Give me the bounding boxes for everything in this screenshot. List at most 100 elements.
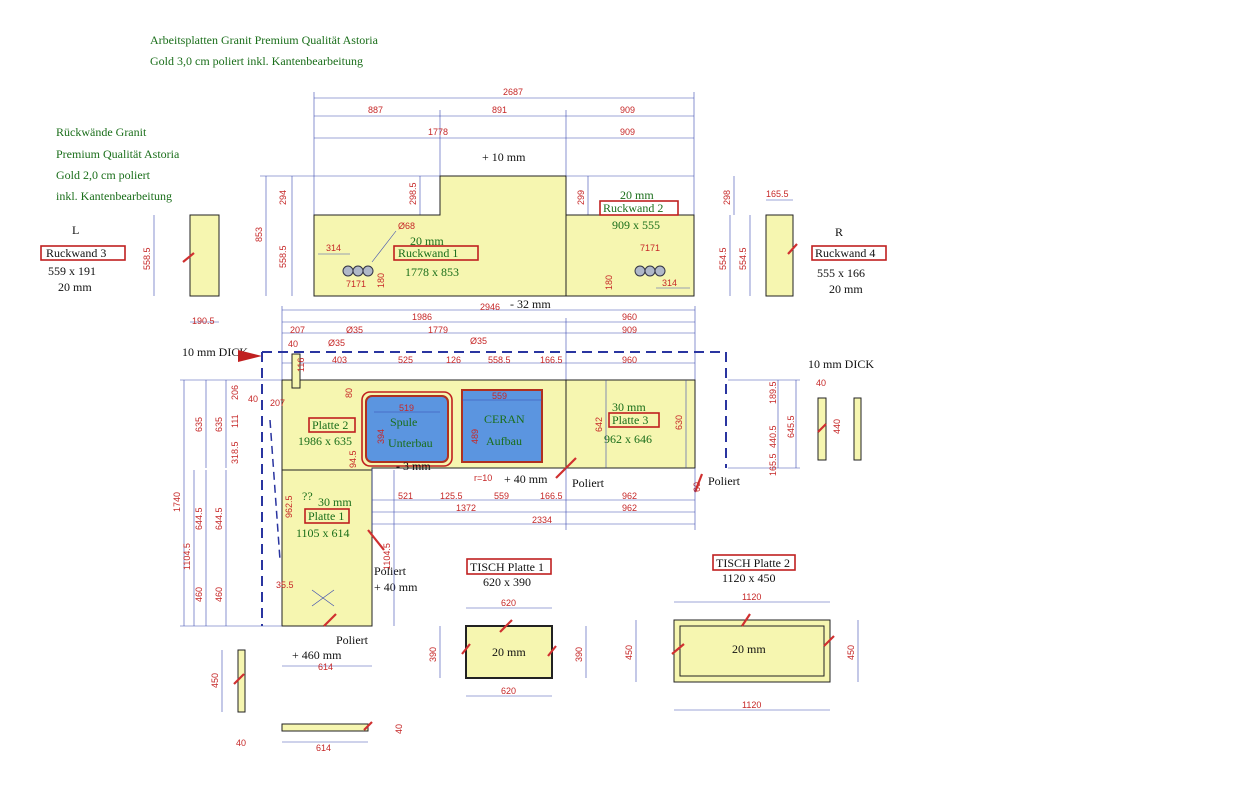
dimension-label: Ø35 bbox=[328, 338, 345, 348]
dimension-label: 558.5 bbox=[142, 247, 152, 270]
dimension-label: R bbox=[835, 225, 843, 239]
dimension-label: 394 bbox=[376, 429, 386, 444]
dimension-label: 1105 x 614 bbox=[296, 526, 350, 540]
dimension-label: 30 mm bbox=[318, 495, 352, 509]
dimension-label: 390 bbox=[574, 647, 584, 662]
dimension-label: 207 bbox=[290, 325, 305, 335]
dimension-label: + 40 mm bbox=[374, 580, 418, 594]
dimension-label: CERAN bbox=[484, 412, 525, 426]
backwall-2 bbox=[565, 214, 695, 297]
dimension-label: 20 mm bbox=[829, 282, 863, 296]
dimension-label: 10 mm DICK bbox=[808, 357, 874, 371]
dimension-label: 891 bbox=[492, 105, 507, 115]
backwall-note-4: inkl. Kantenbearbeitung bbox=[56, 189, 172, 203]
dimension-label: 2334 bbox=[532, 515, 552, 525]
dimension-label: 318.5 bbox=[230, 441, 240, 464]
dimension-label: 519 bbox=[399, 403, 414, 413]
dimension-label: 614 bbox=[318, 662, 333, 672]
dimension-label: 635 bbox=[214, 417, 224, 432]
dimension-label: 35.5 bbox=[276, 580, 294, 590]
dimension-label: 1120 bbox=[742, 700, 761, 710]
backwall-3 bbox=[189, 214, 220, 297]
dimension-label: 314 bbox=[662, 278, 677, 288]
dimension-label: 2946 bbox=[480, 302, 500, 312]
dimension-label: 525 bbox=[398, 355, 413, 365]
dimension-label: 40 bbox=[816, 378, 826, 388]
backwall-1-label: Ruckwand 1 bbox=[398, 246, 458, 260]
dimension-label: Poliert bbox=[336, 633, 369, 647]
dimension-label: 1372 bbox=[456, 503, 476, 513]
dimension-label: 440 bbox=[832, 419, 842, 434]
dimension-label: Poliert bbox=[708, 474, 741, 488]
dimension-label: 125.5 bbox=[440, 491, 463, 501]
dimension-label: 40 bbox=[248, 394, 258, 404]
dimension-label: 1986 bbox=[412, 312, 432, 322]
dimension-label: 642 bbox=[594, 417, 604, 432]
backwall-1 bbox=[313, 175, 567, 297]
dimension-label: 489 bbox=[470, 429, 480, 444]
dimension-label: 962 bbox=[622, 491, 637, 501]
dimension-label: 962 x 646 bbox=[604, 432, 652, 446]
dimension-label: 635 bbox=[194, 417, 204, 432]
dimension-label: 909 bbox=[620, 105, 635, 115]
backwall-2-size: 909 x 555 bbox=[612, 218, 660, 232]
header-line1: Arbeitsplatten Granit Premium Qualität A… bbox=[150, 33, 379, 47]
dimension-label: Ø68 bbox=[398, 221, 415, 231]
backwall-2-label: Ruckwand 2 bbox=[603, 201, 663, 215]
dimension-label: 20 mm bbox=[620, 188, 654, 202]
dimension-label: 558.5 bbox=[488, 355, 511, 365]
table-2-label: TISCH Platte 2 bbox=[716, 556, 790, 570]
dimension-label: Unterbau bbox=[388, 436, 433, 450]
dimension-label: 962.5 bbox=[284, 495, 294, 518]
dimension-label: 620 x 390 bbox=[483, 575, 531, 589]
dimension-label: 294 bbox=[278, 190, 288, 205]
dimension-label: 314 bbox=[326, 243, 341, 253]
dimension-label: 126 bbox=[446, 355, 461, 365]
strip-horizontal bbox=[281, 723, 369, 732]
dimension-label: - 32 mm bbox=[510, 297, 551, 311]
dimension-label: 80 bbox=[344, 388, 354, 398]
backwall-note-1: Rückwände Granit bbox=[56, 125, 147, 139]
dimension-label: 7171 bbox=[346, 279, 366, 289]
dimension-label: 909 bbox=[622, 325, 637, 335]
platte-2-label: Platte 2 bbox=[312, 418, 348, 432]
dimension-label: 298.5 bbox=[408, 182, 418, 205]
dimension-label: 644.5 bbox=[194, 507, 204, 530]
dimension-label: 521 bbox=[398, 491, 413, 501]
dimension-label: 20 mm bbox=[58, 280, 92, 294]
dimension-label: 166.5 bbox=[540, 355, 563, 365]
dimension-label: 1104.5 bbox=[182, 543, 192, 570]
dimension-label: 298 bbox=[722, 190, 732, 205]
dimension-label: ?? bbox=[302, 489, 313, 503]
backwall-1-size: 1778 x 853 bbox=[405, 265, 459, 279]
dimension-label: 1120 x 450 bbox=[722, 571, 776, 585]
dimension-label: 960 bbox=[622, 355, 637, 365]
dimension-label: 554.5 bbox=[738, 247, 748, 270]
worktop-bottom-dimensions: r=10 521 125.5 559 166.5 962 1372 962 23… bbox=[282, 468, 696, 672]
dimension-label: 190.5 bbox=[192, 316, 215, 326]
dimension-label: Aufbau bbox=[486, 434, 522, 448]
dimension-label: 614 bbox=[316, 743, 331, 753]
sink-cutout bbox=[365, 395, 449, 463]
dimension-label: Ø35 bbox=[346, 325, 363, 335]
dimension-label: 390 bbox=[428, 647, 438, 662]
dimension-label: 165.5 bbox=[768, 453, 778, 476]
table-platte-1 bbox=[465, 625, 553, 679]
dimension-label: 206 bbox=[230, 385, 240, 400]
worktop-dimensions: 2946 - 32 mm 1986 960 207 Ø35 1779 909 4… bbox=[281, 297, 696, 380]
dimension-label: 2687 bbox=[503, 87, 523, 97]
dimension-label: 853 bbox=[254, 227, 264, 242]
backwall-note-2: Premium Qualität Astoria bbox=[56, 147, 180, 161]
dimension-label: 7171 bbox=[640, 243, 660, 253]
dimension-label: 887 bbox=[368, 105, 383, 115]
backwall-3-label: Ruckwand 3 bbox=[46, 246, 106, 260]
dimension-label: 559 bbox=[492, 391, 507, 401]
dimension-label: 299 bbox=[576, 190, 586, 205]
dimension-label: 403 bbox=[332, 355, 347, 365]
dimension-label: 40 bbox=[394, 724, 404, 734]
dimension-label: Poliert bbox=[374, 564, 407, 578]
platte-1-label: Platte 1 bbox=[308, 509, 344, 523]
worktop-platte-3 bbox=[565, 379, 696, 469]
strip-vertical bbox=[237, 649, 246, 713]
dimension-label: 189.5 bbox=[768, 381, 778, 404]
